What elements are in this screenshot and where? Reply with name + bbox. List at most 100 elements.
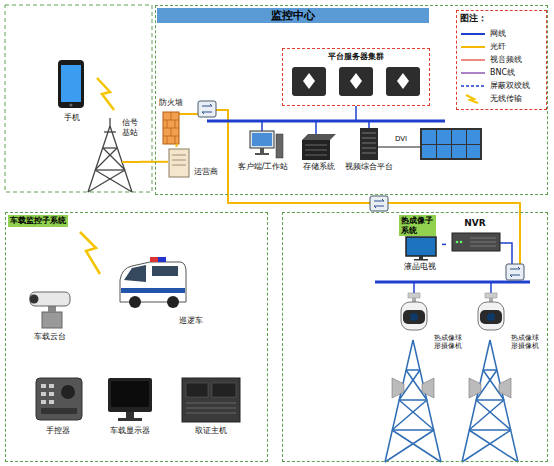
workstation-icon — [260, 148, 264, 153]
node-label: 平台服务器集群 — [328, 52, 384, 62]
server-icon — [303, 73, 315, 89]
network-bus — [355, 106, 357, 121]
region-frame — [5, 5, 152, 192]
host-icon — [182, 378, 240, 422]
phone-icon — [70, 104, 73, 107]
legend-label: 网线 — [490, 29, 506, 39]
switch-icon — [370, 196, 388, 211]
legend-sample — [466, 95, 478, 103]
display-icon — [108, 378, 152, 412]
storage-device: 存储系统 — [298, 128, 340, 172]
legend-sample — [460, 68, 486, 78]
node-label: 监控中心 — [157, 8, 429, 23]
legend-sample — [461, 46, 485, 48]
thermal-camera-icon — [489, 298, 493, 302]
van-icon — [150, 257, 158, 262]
cable-connector — [176, 144, 178, 147]
ptz-camera-device: 车载云台 — [22, 286, 78, 342]
legend-row: 视音频线 — [460, 53, 530, 66]
lattice-tower — [385, 430, 434, 462]
thermal-camera-icon — [480, 310, 502, 324]
tower-icon — [109, 118, 110, 126]
node-label: 车载云台 — [34, 332, 66, 342]
node-label: 运营商 — [194, 167, 218, 177]
controller-icon — [41, 408, 77, 414]
tv-icon — [406, 237, 436, 261]
lattice-tower — [483, 370, 504, 400]
server-icon — [386, 67, 420, 96]
nvr-icon — [452, 233, 500, 251]
display-icon — [126, 412, 134, 418]
legend-sample — [460, 94, 486, 104]
cable-connector — [140, 161, 168, 163]
firewall-icon — [163, 112, 179, 144]
lattice-tower — [392, 429, 434, 431]
controller-icon — [49, 400, 54, 404]
dvi-cable — [378, 147, 420, 148]
display-icon — [108, 378, 152, 421]
switch-icon — [198, 101, 524, 280]
legend-sample — [461, 72, 485, 73]
controller-icon — [36, 378, 82, 420]
lattice-tower — [490, 340, 518, 462]
node-label: 防火墙 — [159, 98, 183, 108]
controller-icon — [49, 392, 54, 396]
nvr-icon — [452, 233, 500, 251]
display-icon — [118, 418, 142, 421]
tv-icon — [406, 237, 436, 256]
fiber-line — [122, 110, 520, 264]
video-wall-icon — [437, 130, 451, 144]
van-icon — [129, 296, 141, 308]
phone-icon — [61, 65, 81, 102]
thermal-camera-icon — [410, 313, 418, 321]
lattice-tower — [469, 400, 504, 430]
carrier-icon — [172, 155, 186, 165]
legend-sample — [461, 85, 485, 87]
van-icon — [120, 257, 186, 308]
server-icon — [350, 73, 362, 89]
ptz-camera-icon — [48, 306, 56, 312]
network-bus — [207, 106, 530, 293]
base-station: 信号基站 — [84, 118, 140, 192]
video-wall-icon — [420, 128, 482, 160]
phone-icon — [58, 60, 84, 108]
tower-icon — [95, 170, 132, 192]
lattice-tower — [483, 369, 497, 371]
van-icon — [124, 265, 146, 282]
van-icon — [152, 266, 178, 276]
lattice-tower — [469, 430, 518, 462]
video-wall-icon — [467, 130, 480, 144]
van-icon — [120, 262, 186, 302]
display-icon — [111, 381, 149, 407]
lattice-tower — [476, 370, 497, 400]
host-icon — [182, 378, 240, 422]
switch-icon — [510, 267, 520, 277]
host-icon — [186, 403, 236, 413]
speaker-horn — [392, 378, 404, 398]
server-icon — [292, 67, 420, 96]
tower-icon — [103, 148, 125, 170]
tower-icon — [88, 170, 125, 192]
node-label: 客户端/工作站 — [238, 162, 289, 172]
storage-icon — [302, 134, 336, 160]
legend-row: BNC线 — [460, 66, 530, 79]
fiber-line — [216, 110, 370, 203]
subsystem-region: 热成像子系统液晶电视NVR热成像球形摄像机热成像球形摄像机 — [282, 212, 548, 462]
lattice-tower — [469, 429, 511, 431]
speaker-horn — [392, 378, 511, 398]
patrol-van: 巡逻车 — [118, 252, 203, 326]
tower-icon — [95, 148, 117, 170]
speaker-horn — [499, 378, 511, 398]
lattice-tower — [399, 400, 434, 430]
ptz-camera-icon — [42, 312, 62, 328]
display-device: 车载显示器 — [100, 372, 160, 436]
legend-label: 屏蔽双绞线 — [490, 81, 530, 91]
tv-icon — [419, 256, 423, 259]
legend-sample — [460, 55, 486, 65]
tv-device: 液晶电视 — [398, 234, 442, 272]
tower-icon — [95, 169, 125, 170]
controller-device: 手控器 — [30, 372, 86, 436]
node-label: 信号基站 — [122, 118, 140, 137]
